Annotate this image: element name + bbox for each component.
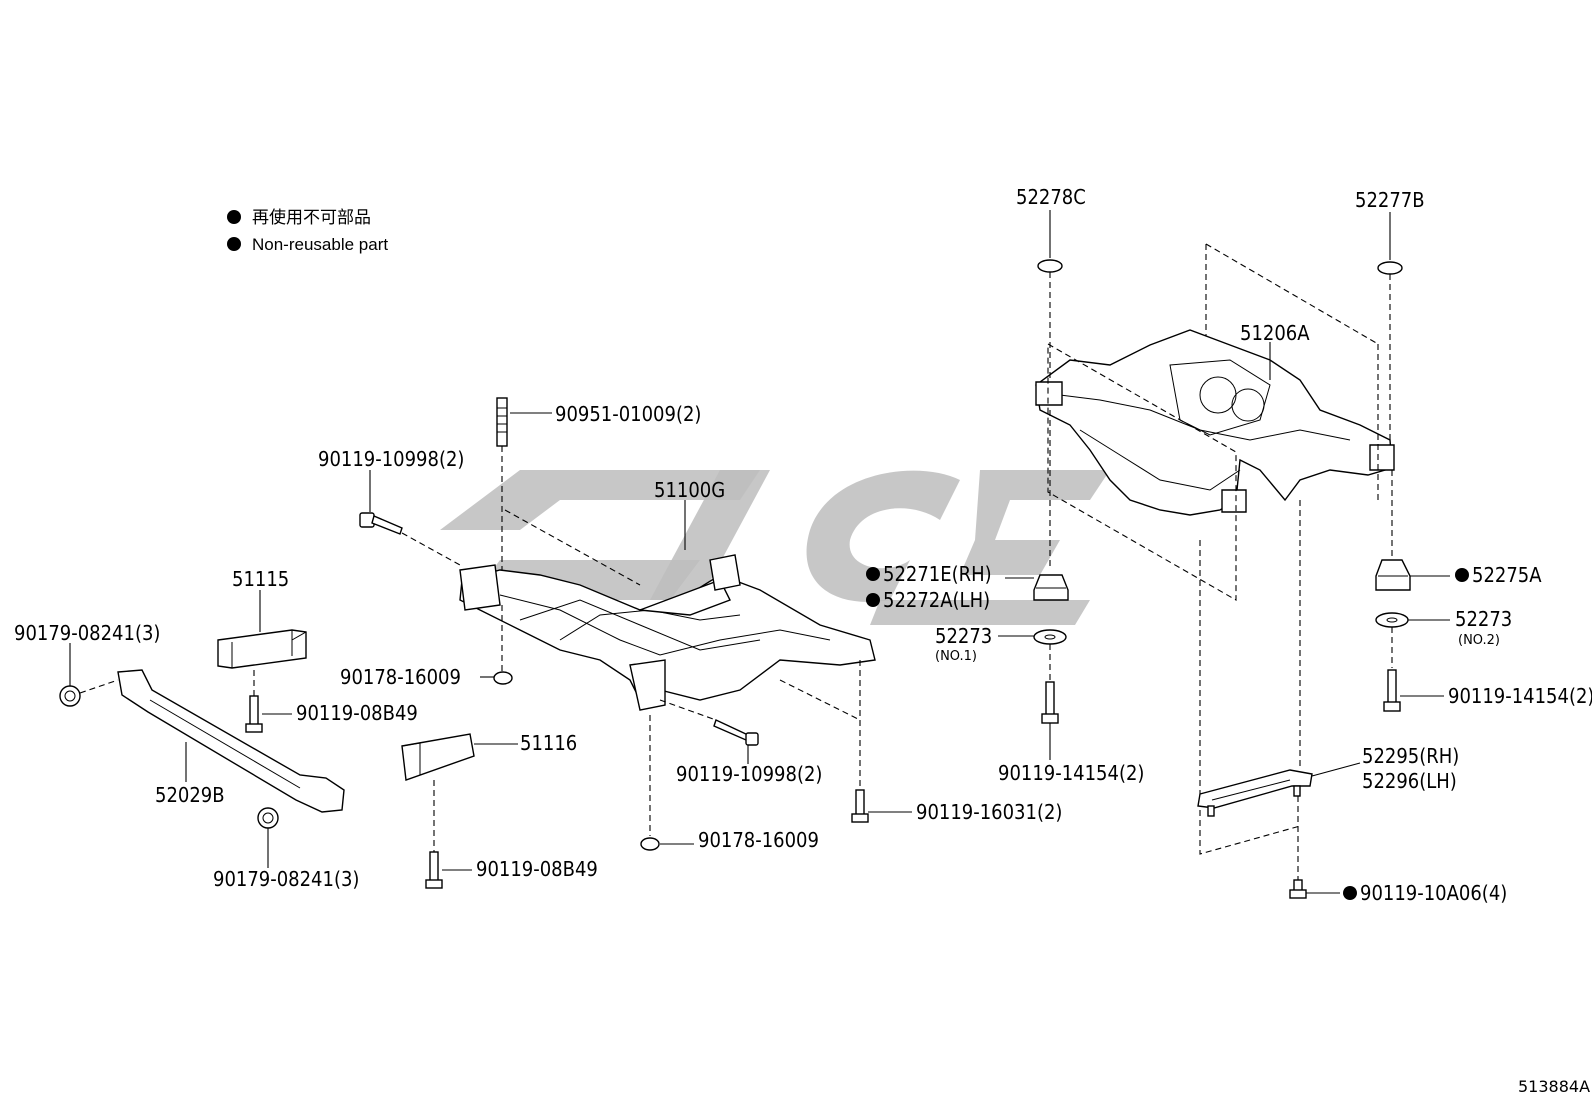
callout-90119-10998-top[interactable]: 90119-10998(2) [318, 447, 464, 471]
rear-member-51206A[interactable] [1035, 329, 1395, 516]
callout-52273-no1-note: (NO.1) [935, 649, 977, 664]
nonreusable-marker-90119-10A06 [1343, 886, 1357, 900]
nut-90178-16009-top[interactable] [493, 671, 513, 685]
legend-marker-2 [227, 237, 241, 251]
callout-52295[interactable]: 52295(RH) [1362, 744, 1459, 768]
bolt-90119-10A06[interactable] [1289, 879, 1307, 899]
cushion-52275A[interactable] [1375, 559, 1411, 591]
callout-90119-14154-left[interactable]: 90119-14154(2) [998, 761, 1144, 785]
callout-51100G[interactable]: 51100G [654, 478, 725, 502]
callout-52273-no2-note: (NO.2) [1458, 633, 1500, 648]
callout-90179-08241-top[interactable]: 90179-08241(3) [14, 621, 160, 645]
watermark-logo [440, 470, 1110, 625]
bolt-90119-08B49-top[interactable] [245, 695, 263, 733]
callout-90119-14154-right[interactable]: 90119-14154(2) [1448, 684, 1592, 708]
nut-90179-08241-top[interactable] [59, 685, 81, 707]
front-crossmember-51100G[interactable] [459, 554, 876, 711]
callout-90119-08B49-bot[interactable]: 90119-08B49 [476, 857, 598, 881]
callout-90119-10998-bot[interactable]: 90119-10998(2) [676, 762, 822, 786]
legend-en: Non-reusable part [252, 235, 388, 254]
legend: 再使用不可部品 Non-reusable part [227, 207, 388, 254]
callout-90178-16009-bot[interactable]: 90178-16009 [698, 828, 819, 852]
callout-52029B[interactable]: 52029B [155, 783, 225, 807]
callout-52296[interactable]: 52296(LH) [1362, 769, 1457, 793]
bracket-51116[interactable] [401, 733, 475, 781]
callout-90119-16031[interactable]: 90119-16031(2) [916, 800, 1062, 824]
callout-52278C[interactable]: 52278C [1016, 185, 1086, 209]
callout-52271E[interactable]: 52271E(RH) [883, 562, 992, 586]
callout-51115[interactable]: 51115 [232, 567, 289, 591]
bracket-51115[interactable] [217, 629, 307, 669]
washer-52273-no2[interactable] [1375, 612, 1409, 628]
bolt-90119-16031[interactable] [851, 789, 869, 823]
diagram-code: 513884A [1518, 1077, 1590, 1096]
nonreusable-marker-52272A [866, 593, 880, 607]
callout-90178-16009-top[interactable]: 90178-16009 [340, 665, 461, 689]
legend-marker-1 [227, 210, 241, 224]
stud-90951-01009[interactable] [496, 397, 508, 447]
bolt-90119-14154-left[interactable] [1041, 681, 1059, 724]
nut-90179-08241-bot[interactable] [257, 807, 279, 829]
bar-52029B[interactable] [117, 669, 345, 813]
callout-52273-no2[interactable]: 52273 [1455, 607, 1512, 631]
washer-52277B[interactable] [1377, 261, 1403, 275]
washer-52273-no1[interactable] [1033, 629, 1067, 645]
bolt-90119-10998-bot[interactable] [713, 719, 759, 746]
bolt-90119-08B49-bot[interactable] [425, 851, 443, 889]
callout-51116[interactable]: 51116 [520, 731, 577, 755]
callout-52277B[interactable]: 52277B [1355, 188, 1425, 212]
callout-51206A[interactable]: 51206A [1240, 321, 1310, 345]
nonreusable-marker-52271E [866, 567, 880, 581]
callout-52275A[interactable]: 52275A [1472, 563, 1542, 587]
nut-90178-16009-bot[interactable] [640, 837, 660, 851]
washer-52278C[interactable] [1037, 259, 1063, 273]
bracket-52295-52296[interactable] [1197, 769, 1313, 817]
callout-52272A[interactable]: 52272A(LH) [883, 588, 990, 612]
callout-52273-no1[interactable]: 52273 [935, 624, 992, 648]
callout-90179-08241-bot[interactable]: 90179-08241(3) [213, 867, 359, 891]
callout-90119-10A06[interactable]: 90119-10A06(4) [1360, 881, 1507, 905]
callout-90951-01009[interactable]: 90951-01009(2) [555, 402, 701, 426]
bolt-90119-10998-top[interactable] [359, 512, 403, 535]
bolt-90119-14154-right[interactable] [1383, 669, 1401, 712]
callout-90119-08B49-top[interactable]: 90119-08B49 [296, 701, 418, 725]
cushion-52271E-52272A[interactable] [1033, 574, 1069, 601]
nonreusable-marker-52275A [1455, 568, 1469, 582]
legend-jp: 再使用不可部品 [252, 207, 371, 227]
